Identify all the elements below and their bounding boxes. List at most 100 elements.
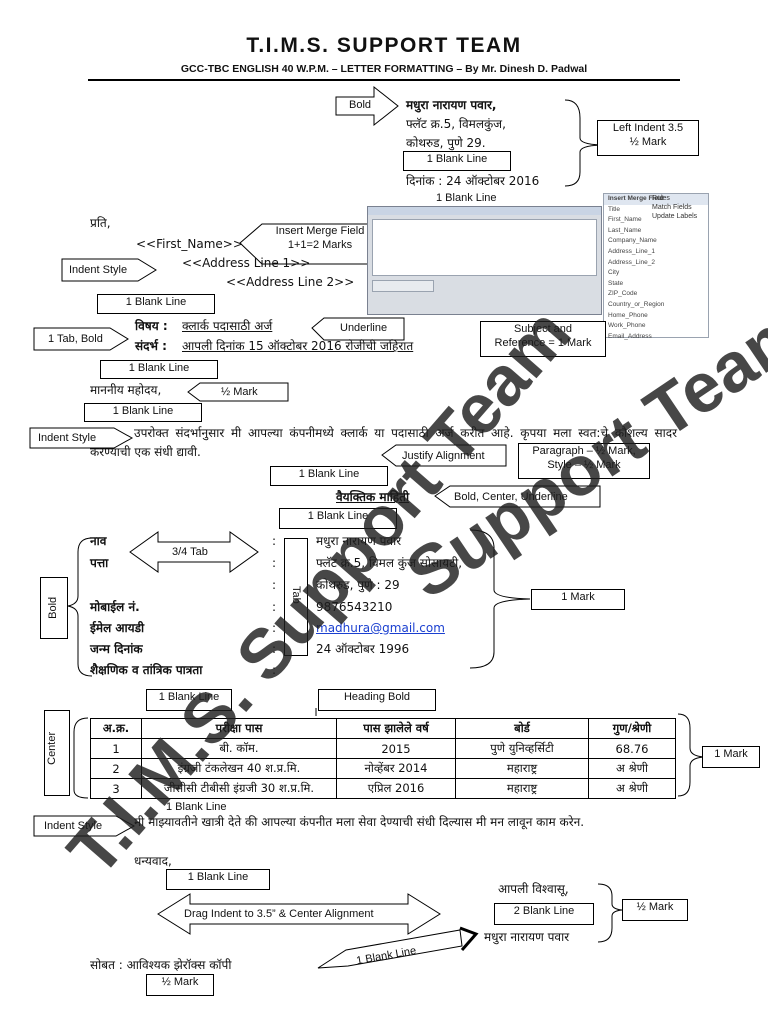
merge-field-item: Work_Phone [608,322,646,330]
annotation-blank-line: 1 Blank Line [403,151,511,171]
table-cell: अ श्रेणी [588,758,676,779]
table-cell: महाराष्ट्र [455,778,589,799]
field-label: पत्ता [90,556,109,570]
reference-text: आपली दिनांक 15 ऑक्टोबर 2016 रोजीची जहिरा… [182,339,414,353]
qualification-table: अ.क्र. परीक्षा पास पास झालेले वर्ष बोर्ड… [90,718,676,799]
merge-field-item: Last_Name [608,226,642,234]
annotation-heading-bold: Heading Bold [318,689,436,711]
closing-paragraph: मी माझ्यावतीने खात्री देते की आपल्या कंप… [134,815,585,829]
annotation-one-mark: 1 Mark [531,589,625,610]
annotation-center-box: Center [44,710,70,796]
field-colon: : [272,534,277,548]
insert-merge-field-button: Insert Merge Field [604,194,708,205]
table-row: 3 जीसीसी टीबीसी इंग्रजी 30 श.प्र.मि. एप्… [90,778,676,799]
sender-address-line2: कोथरुड, पुणे 29. [406,136,486,150]
field-value: 9876543210 [316,600,393,614]
subject-text: क्लार्क पदासाठी अर्ज [182,319,273,333]
column-header: अ.क्र. [90,718,142,739]
table-cell: अ श्रेणी [588,778,676,799]
table-cell: 2015 [336,738,456,759]
merge-field-item: City [608,269,620,277]
recipient-prati: प्रति, [90,216,111,230]
merge-field-item: Country_or_Region [608,300,665,308]
annotation-bold-center-underline: Bold, Center, Underline [454,491,568,503]
annotation-indent-style: Indent Style [44,820,103,832]
merge-field-item: Email_Address [608,332,652,340]
closing-dhanyavad: धन्यवाद, [134,854,172,868]
page-title: T.I.M.S. SUPPORT TEAM [246,34,522,57]
match-fields-label: Match Fields [652,204,692,211]
field-value: 24 ऑक्टोबर 1996 [316,642,410,656]
field-colon: : [272,578,277,592]
sender-name: मधुरा नारायण पवार, [406,98,497,112]
merge-field-list-image: Insert Merge Field Title First_Name Last… [603,193,709,340]
merge-address-line2: <<Address Line 2>> [226,275,355,289]
left-indent-bracket [564,99,601,187]
field-label: शैक्षणिक व तांत्रिक पात्रता [90,663,203,677]
enclosure: सोबत : आविश्यक झेरॉक्स कॉपी [90,958,232,972]
annotation-subject-reference: Subject and Reference = 1 Mark [480,321,606,357]
subject-label: विषय : [135,319,168,333]
annotation-indent-style: Indent Style [38,432,97,444]
salutation: माननीय महोदय, [90,383,162,397]
annotation-bold-vertical: Bold [47,596,60,619]
page-subtitle: GCC-TBC ENGLISH 40 W.P.M. – LETTER FORMA… [180,63,588,75]
mail-merge-ribbon: Rules Match Fields Update Labels [652,194,697,221]
annotation-blank-line: 1 Blank Line [97,294,215,314]
column-header: बोर्ड [455,718,589,739]
signature-vishwasu: आपली विश्वासू, [498,882,569,896]
reference-label: संदर्भ : [135,339,167,353]
letter-date: दिनांक : 24 ऑक्टोबर 2016 [406,174,540,188]
table-cell: एप्रिल 2016 [336,778,456,799]
table-cell: नोव्हेंबर 2014 [336,758,456,779]
field-label: ईमेल आयडी [90,621,145,635]
annotation-blank-line: 1 Blank Line [146,689,232,711]
annotation-two-blank-line: 2 Blank Line [494,903,594,925]
field-label: नाव [90,534,107,548]
annotation-underline: Underline [340,322,388,334]
annotation-blank-line: 1 Blank Line [84,403,202,422]
table-header-row: अ.क्र. परीक्षा पास पास झालेले वर्ष बोर्ड… [90,718,676,739]
signature-name: मधुरा नारायण पवार [484,930,570,944]
personal-info-heading: वैयक्तिक माहिती [336,490,410,504]
merge-address-line1: <<Address Line 1>> [182,256,311,270]
table-cell: पुणे युनिव्हर्सिटी [455,738,589,759]
field-colon: : [272,642,277,656]
annotation-center: Center [46,731,59,765]
merge-field-item: Title [608,205,621,213]
column-header: पास झालेले वर्ष [336,718,456,739]
annotation-justify: Justify Alignment [402,450,485,462]
field-value: मधुरा नारायण पवार [316,534,402,548]
annotation-insert-merge: Insert Merge Field 1+1=2 Marks [275,225,365,251]
merge-field-item: Address_Line_2 [608,258,655,266]
annotation-indent-style: Indent Style [69,264,128,276]
annotation-three-quarter-tab: 3/4 Tab [172,546,208,558]
annotation-bold: Bold [349,99,372,111]
merge-field-item: Home_Phone [608,311,648,319]
table-cell: महाराष्ट्र [455,758,589,779]
email-link[interactable]: madhura@gmail.com [316,621,445,635]
field-label: जन्म दिनांक [90,642,143,656]
column-header: गुण/श्रेणी [588,718,676,739]
mail-merge-dialog-image [367,206,602,315]
merge-first-name: <<First_Name>> [136,237,243,251]
field-colon: : [272,600,277,614]
rules-label: Rules [652,195,670,202]
table-cell: 68.76 [588,738,676,759]
header-rule [88,79,680,81]
bold-arrow [335,85,399,127]
merge-field-item: Address_Line_1 [608,247,655,255]
annotation-tab-bold: 1 Tab, Bold [48,333,103,345]
merge-field-item: ZIP_Code [608,290,638,298]
table-cell: जीसीसी टीबीसी इंग्रजी 30 श.प्र.मि. [141,778,337,799]
field-value: फ्लॅट क्र.5, विमल कुंज सोसायटी, [316,556,463,570]
annotation-half-mark: ½ Mark [221,386,258,398]
merge-field-item: Company_Name [608,237,657,245]
sender-address-line1: फ्लॅट क्र.5, विमलकुंज, [406,117,506,131]
annotation-paragraph-style: Paragraph – ½ Mark, Style – ½ Mark [518,443,650,479]
annotation-half-mark: ½ Mark [622,899,688,921]
annotation-blank-line: 1 Blank Line [436,192,497,204]
annotation-left-indent: Left Indent 3.5 ½ Mark [597,120,699,156]
annotation-tab-box: Tab [284,538,308,656]
field-label: मोबाईल नं. [90,600,140,614]
